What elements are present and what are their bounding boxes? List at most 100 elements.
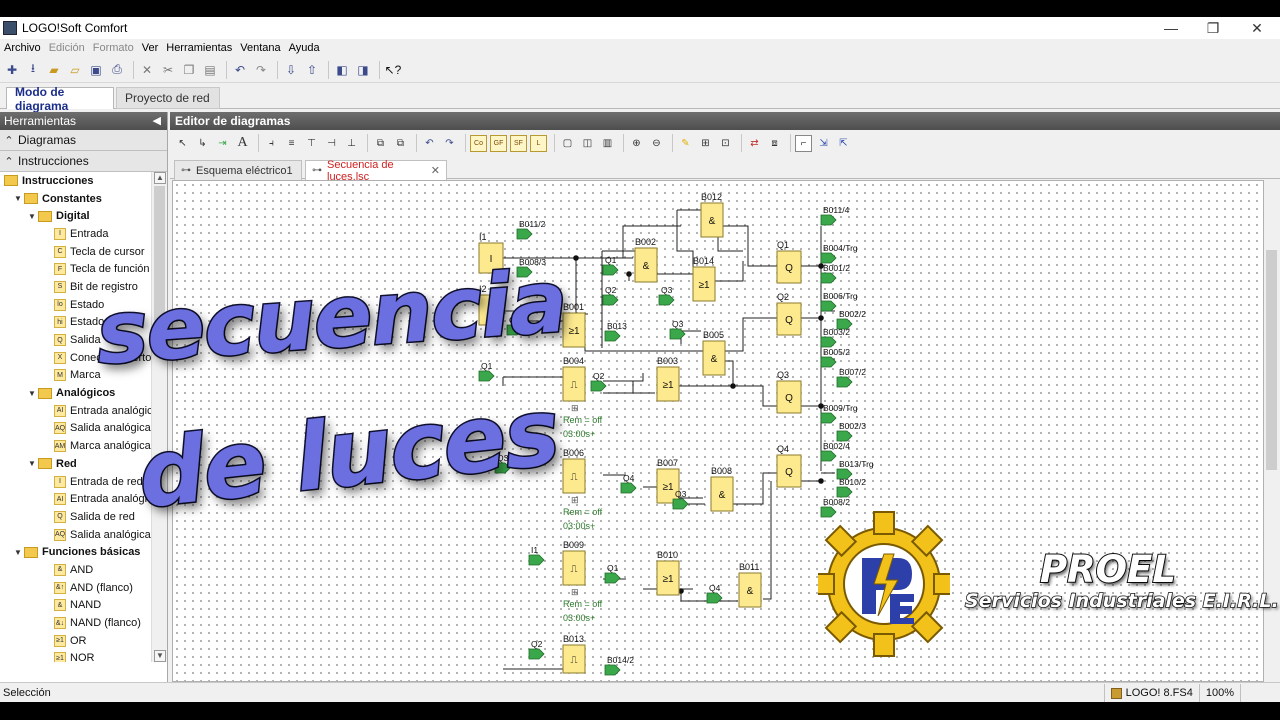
- block-symbol[interactable]: ≥1: [662, 482, 673, 493]
- block-label[interactable]: Q1: [777, 240, 789, 250]
- block-b008[interactable]: B008&: [710, 466, 734, 512]
- grid-icon[interactable]: ⊞: [701, 137, 710, 149]
- block-b007[interactable]: B007 ≥1: [656, 458, 680, 504]
- menu-edicion[interactable]: Edición: [48, 42, 85, 54]
- block-symbol[interactable]: &: [709, 216, 716, 227]
- block-q4[interactable]: Q4Q: [776, 444, 802, 488]
- block-symbol[interactable]: ≥1: [662, 574, 673, 585]
- block-symbol[interactable]: &: [643, 261, 650, 272]
- menu-ventana[interactable]: Ventana: [240, 42, 281, 54]
- align-center-icon[interactable]: ≡: [288, 137, 295, 149]
- redo-icon[interactable]: ↷: [445, 137, 454, 149]
- block-body[interactable]: [738, 572, 762, 608]
- open-folder-icon[interactable]: ▰: [49, 62, 59, 77]
- block-symbol[interactable]: ≥1: [698, 280, 709, 291]
- block-b010[interactable]: B010≥1: [656, 550, 680, 596]
- cut-icon[interactable]: ✂: [162, 62, 174, 77]
- scroll-up-icon[interactable]: ▲: [154, 172, 166, 184]
- tree-item[interactable]: Instrucciones: [0, 172, 167, 190]
- expand-arrow-icon[interactable]: ▼: [28, 211, 36, 221]
- scrollbar-thumb[interactable]: [1266, 250, 1277, 470]
- distribute-h-icon[interactable]: ⧉: [376, 137, 385, 149]
- route-icon[interactable]: ⇄: [750, 137, 759, 149]
- logo-to-pc-icon[interactable]: ⇧: [306, 62, 318, 77]
- collapse-panel-icon[interactable]: ◀: [152, 115, 161, 127]
- block-symbol[interactable]: Q: [785, 393, 793, 404]
- block-body[interactable]: [776, 454, 802, 488]
- copy-icon[interactable]: ❐: [183, 62, 195, 77]
- context-help-icon[interactable]: ↖?: [384, 62, 402, 77]
- menu-archivo[interactable]: Archivo: [4, 42, 41, 54]
- section-instrucciones[interactable]: ⌃ Instrucciones: [0, 151, 167, 172]
- tree-item[interactable]: ▼Constantes: [0, 190, 167, 208]
- block-symbol[interactable]: ≥1: [662, 380, 673, 391]
- block-label[interactable]: B007: [657, 458, 678, 468]
- block-body[interactable]: [702, 340, 726, 376]
- undo-icon[interactable]: ↶: [425, 137, 434, 149]
- pc-to-logo-icon[interactable]: ⇩: [285, 62, 297, 77]
- tab-network-project[interactable]: Proyecto de red: [116, 87, 220, 109]
- canvas-vertical-scrollbar[interactable]: [1264, 180, 1280, 682]
- delete-icon[interactable]: ✕: [141, 62, 153, 77]
- block-body[interactable]: [656, 366, 680, 402]
- block-body[interactable]: [776, 380, 802, 414]
- block-q2[interactable]: Q2Q: [776, 292, 802, 336]
- block-label[interactable]: I2: [479, 284, 487, 294]
- expand-arrow-icon[interactable]: ▼: [14, 194, 22, 204]
- block-label[interactable]: B011: [739, 562, 759, 572]
- block-b003[interactable]: B003≥1: [656, 356, 680, 402]
- block-symbol[interactable]: ⎍: [571, 472, 578, 483]
- menu-ver[interactable]: Ver: [141, 42, 159, 54]
- block-q3[interactable]: Q3Q: [776, 370, 802, 414]
- block-label[interactable]: B004: [563, 356, 584, 366]
- block-label[interactable]: B014: [693, 256, 714, 266]
- block-symbol[interactable]: Q: [785, 263, 793, 274]
- split-view-icon[interactable]: ◫: [582, 137, 593, 149]
- tree-item[interactable]: &NAND: [0, 597, 167, 615]
- block-label[interactable]: Q4: [777, 444, 789, 454]
- gf-icon[interactable]: GF: [490, 134, 507, 152]
- triple-view-icon[interactable]: ▥: [602, 137, 613, 149]
- collapse-icon[interactable]: ⇱: [839, 137, 848, 149]
- minimize-button[interactable]: —: [1164, 20, 1178, 36]
- block-label[interactable]: Q2: [777, 292, 789, 302]
- new-file-icon[interactable]: ✚: [6, 62, 18, 77]
- connect-tool-icon[interactable]: ↳: [198, 137, 207, 149]
- close-button[interactable]: ✕: [1251, 19, 1263, 36]
- print-icon[interactable]: ⎙: [112, 62, 122, 76]
- align-top-icon[interactable]: ⊤: [307, 137, 316, 149]
- tree-item[interactable]: &AND: [0, 561, 167, 579]
- block-b002[interactable]: B002&: [634, 237, 658, 283]
- block-icon[interactable]: ⧈: [771, 137, 778, 149]
- block-symbol[interactable]: Q: [785, 315, 793, 326]
- download-icon[interactable]: ⭳: [30, 61, 36, 75]
- block-symbol[interactable]: &: [719, 490, 726, 501]
- block-body[interactable]: [656, 468, 680, 504]
- expand-icon[interactable]: ⇲: [819, 137, 828, 149]
- block-label[interactable]: B012: [701, 192, 722, 202]
- distribute-v-icon[interactable]: ⧉: [396, 137, 405, 149]
- block-body[interactable]: [562, 550, 586, 586]
- block-body[interactable]: [562, 458, 586, 494]
- sf-icon[interactable]: SF: [510, 134, 527, 152]
- scroll-down-icon[interactable]: ▼: [154, 650, 166, 662]
- block-symbol[interactable]: &: [711, 354, 718, 365]
- block-label[interactable]: B009: [563, 540, 584, 550]
- tree-item[interactable]: &↓NAND (flanco): [0, 614, 167, 632]
- tree-scrollbar[interactable]: ▲ ▼: [151, 172, 167, 662]
- snap-icon[interactable]: ⊡: [721, 137, 730, 149]
